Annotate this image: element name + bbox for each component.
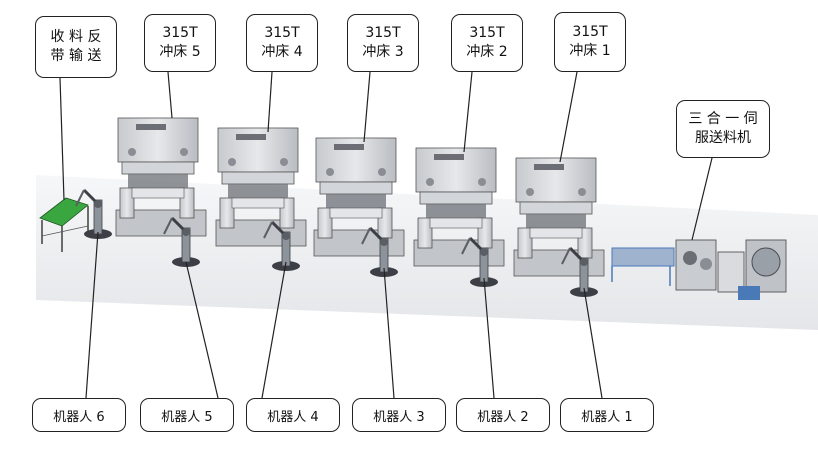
leader-robot3 [383, 267, 395, 399]
callout-press2-line2: 冲床 2 [466, 44, 508, 60]
servo-feeder [611, 239, 787, 300]
leader-robot4 [261, 261, 287, 399]
callout-press5: 315T 冲床 5 [144, 14, 216, 72]
callout-press5-line1: 315T [162, 25, 198, 42]
leader-press5 [167, 71, 173, 119]
leader-robot6 [85, 231, 99, 399]
callout-press2: 315T 冲床 2 [451, 14, 523, 72]
press-machine [413, 147, 505, 267]
press-machine [513, 157, 605, 277]
callout-conveyor: 收 料 反 带 输 送 [35, 16, 117, 78]
robot-arm [163, 216, 200, 267]
label-robot-6: 机器人 6 [32, 398, 126, 432]
leader-conveyor [59, 77, 65, 201]
callout-press2-line1: 315T [469, 25, 505, 42]
leader-feeder [691, 157, 713, 241]
callout-press1-line2: 冲床 1 [569, 43, 611, 59]
callout-feeder: 三 合 一 伺 服送料机 [676, 100, 770, 158]
robot-arm [461, 236, 498, 287]
leader-press4 [267, 71, 273, 133]
leader-robot5 [185, 261, 219, 399]
callout-press5-line2: 冲床 5 [159, 44, 201, 60]
label-robot-3: 机器人 3 [352, 398, 446, 432]
callout-feeder-line1: 三 合 一 伺 [688, 111, 758, 128]
callout-conveyor-line1: 收 料 反 [50, 29, 102, 46]
callout-press4: 315T 冲床 4 [246, 14, 318, 72]
callout-press1-line1: 315T [572, 24, 608, 41]
robot-arm [75, 188, 112, 239]
leader-lines [59, 71, 713, 399]
leader-press1 [559, 71, 578, 163]
label-robot-4: 机器人 4 [246, 398, 340, 432]
callout-feeder-line2: 服送料机 [695, 130, 751, 146]
callout-press4-line2: 冲床 4 [261, 44, 303, 60]
leader-robot2 [483, 277, 495, 399]
press-machine [313, 137, 405, 257]
press-machine [115, 117, 207, 237]
callout-press4-line1: 315T [264, 25, 300, 42]
callout-press3: 315T 冲床 3 [347, 14, 419, 72]
press-machine [215, 127, 307, 247]
label-robot-1: 机器人 1 [560, 398, 654, 432]
leader-press3 [363, 71, 371, 143]
callout-press3-line2: 冲床 3 [362, 44, 404, 60]
robot-arm [561, 246, 598, 297]
label-robot-2: 机器人 2 [456, 398, 550, 432]
label-robot-5: 机器人 5 [140, 398, 234, 432]
callout-press1: 315T 冲床 1 [554, 12, 626, 72]
callout-press3-line1: 315T [365, 25, 401, 42]
callout-conveyor-line2: 带 输 送 [50, 48, 102, 64]
leader-press2 [463, 71, 473, 153]
robot-arm [263, 220, 300, 271]
leader-robot1 [583, 287, 603, 399]
